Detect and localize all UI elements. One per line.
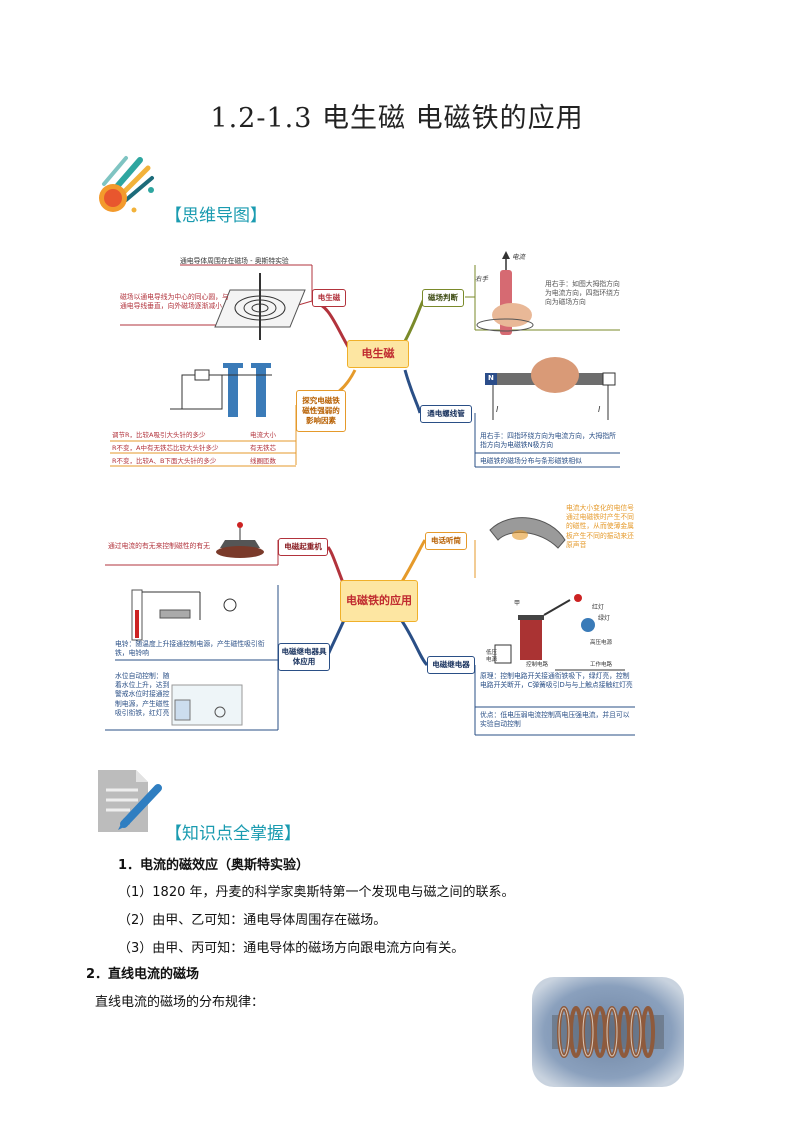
point-1-item-2: （2）由甲、乙可知：通电导体周围存在磁场。 [118,913,387,928]
electromagnet-circuit-figure [170,363,272,417]
solenoid-iron-filings-photo [528,973,688,1091]
page-title: 1.2-1.3 电生磁 电磁铁的应用 [210,103,584,134]
oersted-note: 通电导体周围存在磁场 - 奥斯特实验 [180,257,289,265]
bell-note: 电铃：随温度上升接通控制电源，产生磁性吸引衔铁，电铃响 [115,640,265,658]
field-desc-note: 磁场以通电导线为中心的同心圆，与通电导线垂直，向外磁场逐渐减小 [120,293,229,311]
relay-label-red-light: 红灯 [592,604,605,611]
section-knowledge-heading: 【知识点全掌握】 [165,824,301,844]
crane-magnet-figure [216,522,264,558]
current-i-label-right: I [598,405,601,414]
water-level-figure [171,684,243,726]
factor-2-cond: R不变，A中有无铁芯比较大头针多少 [112,444,219,452]
point-2-heading: 2．直线电流的磁场 [86,967,200,982]
solenoid-rule-note: 用右手：四指环绕方向为电流方向，大拇指所指方向为电磁铁N极方向 [480,432,616,450]
crane-note: 通过电流的有无来控制磁性的有无 [108,542,210,550]
point-1-item-1: （1）1820 年，丹麦的科学家奥斯特第一个发现电与磁之间的联系。 [118,885,515,900]
relay-label-jia: 甲 [514,600,521,607]
current-label: 电流 [512,253,525,261]
relay-label-green-light: 绿灯 [598,615,611,622]
comet-icon [96,150,166,220]
relay-label-low-voltage: 低压电源 [486,650,498,664]
mindmap-electromagnet-application: 电磁铁的应用 电磁起重机 电话听筒 电磁继电器具体应用 电磁继电器 通过电流的有… [100,500,640,736]
point-1-heading: 1．电流的磁效应（奥斯特实验） [118,858,310,873]
mindmap2-connectors [105,517,635,736]
node-electric-magnetism: 电生磁 [312,289,346,307]
factor-3-result: 线圈匝数 [250,457,276,465]
mindmap1-connectors [110,251,620,468]
mindmap2-center-node: 电磁铁的应用 [340,580,418,622]
relay-label-control-circuit: 控制电路 [526,662,549,668]
factor-1-result: 电流大小 [250,431,276,439]
node-phone: 电话听筒 [425,532,467,550]
solenoid-hand-figure [485,357,616,420]
node-crane: 电磁起重机 [278,538,328,556]
solenoid-field-note: 电磁铁的磁场分布与条形磁铁相似 [480,457,582,465]
current-i-label-left: I [496,405,499,414]
factor-3-cond: R不变，比较A、B下面大头针的多少 [112,457,217,465]
point-1-item-3: （3）由甲、丙可知：通电导体的磁场方向跟电流方向有关。 [118,941,465,956]
node-relay: 电磁继电器 [427,656,475,674]
node-relay-application: 电磁继电器具体应用 [278,643,330,671]
mindmap1-center-node: 电生磁 [347,340,409,368]
relay-principle-note: 原理：控制电路开关接通衔铁吸下，绿灯亮，控制电路开关断开，C弹簧吸引D与与上触点… [480,672,633,690]
section-mindmap-heading: 【思维导图】 [165,206,267,226]
notepad-pen-icon [96,768,164,834]
oersted-apparatus-figure [214,273,306,340]
factor-2-result: 有无铁芯 [250,444,276,452]
node-factors: 探究电磁铁磁性强弱的影响因素 [296,390,346,432]
water-level-note: 水位自动控制：随着水位上升，达到警戒水位时接通控制电源，产生磁性吸引衔铁，红灯亮 [115,672,170,717]
phone-receiver-figure [489,517,566,549]
mindmap-electric-magnetism: 电生磁 电生磁 磁场判断 探究电磁铁磁性强弱的影响因素 通电螺线管 通电导体周围… [100,245,640,475]
relay-advantage-note: 优点：低电压弱电流控制高电压强电流，并且可以实验自动控制 [480,711,630,729]
relay-figure [494,594,625,671]
thermometer-bell-figure [131,589,237,641]
factor-1-cond: 调节R，比较A吸引大头针的多少 [112,431,206,439]
node-field-judgement: 磁场判断 [422,289,464,307]
point-2-item-1: 直线电流的磁场的分布规律： [95,995,265,1010]
phone-note: 电流大小变化的电信号通过电磁铁时产生不同的磁性，从而使薄金属板产生不同的振动来还… [566,504,634,549]
right-hand-rule-figure [476,251,534,335]
relay-label-work-circuit: 工作电路 [590,662,613,668]
hand-label: 右手 [475,275,488,283]
n-pole-label: N [488,374,494,382]
relay-label-high-voltage: 高压电源 [590,640,613,646]
right-hand-rule-note: 用右手：如图大拇指方向为电流方向，四指环绕方向为磁场方向 [545,280,620,307]
node-solenoid: 通电螺线管 [420,405,472,423]
